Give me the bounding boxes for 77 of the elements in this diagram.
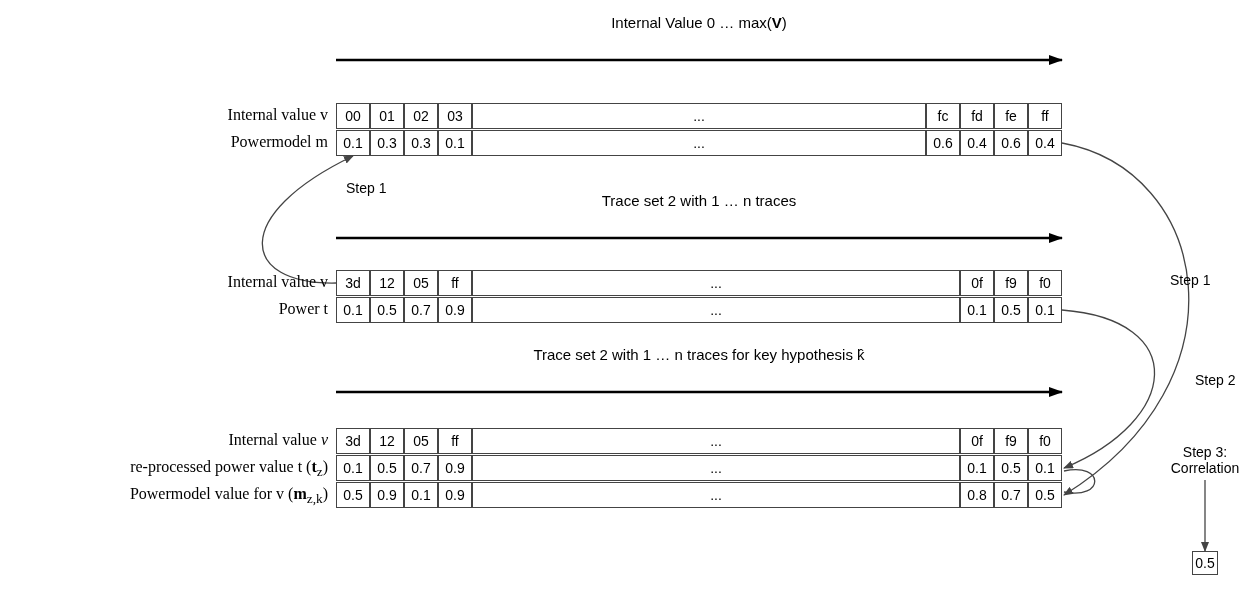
- table-cell: fe: [994, 103, 1028, 129]
- table-cell: 0.9: [370, 482, 404, 508]
- edge-label: Step 1: [1170, 272, 1211, 288]
- table-cell: 0.1: [438, 130, 472, 156]
- table-cell: 05: [404, 428, 438, 454]
- table-cell: ...: [472, 270, 960, 296]
- table-cell: 0f: [960, 428, 994, 454]
- table-cell: 12: [370, 428, 404, 454]
- table-cell: 12: [370, 270, 404, 296]
- table-cell: 03: [438, 103, 472, 129]
- table-cell: 0f: [960, 270, 994, 296]
- step-label: Step 3: Correlation: [1160, 440, 1242, 480]
- table-cell: 0.5: [994, 297, 1028, 323]
- table-cell: 0.1: [1028, 455, 1062, 481]
- table-cell: 0.9: [438, 482, 472, 508]
- table-cell: 0.5: [1028, 482, 1062, 508]
- curved-arrow: [261, 155, 354, 284]
- table-cell: 0.1: [336, 297, 370, 323]
- curved-arrow: [1201, 479, 1209, 552]
- table-cell: 0.7: [994, 482, 1028, 508]
- curved-arrow: [1061, 309, 1156, 469]
- table-cell: ff: [1028, 103, 1062, 129]
- table-cell: 3d: [336, 270, 370, 296]
- table-cell: 0.8: [960, 482, 994, 508]
- table-cell: 01: [370, 103, 404, 129]
- table-cell: 0.9: [438, 455, 472, 481]
- table-cell: 0.5: [336, 482, 370, 508]
- edge-label: Step 2: [1195, 372, 1236, 388]
- table-cell: 00: [336, 103, 370, 129]
- row-label: Internal value v: [227, 273, 328, 291]
- table-cell: 0.1: [960, 297, 994, 323]
- row-label: Powermodel m: [230, 133, 328, 151]
- edge-label: Step 1: [346, 180, 387, 196]
- table-cell: 0.5: [994, 455, 1028, 481]
- row-label: Power t: [278, 300, 328, 318]
- table-cell: ...: [472, 482, 960, 508]
- table-cell: 0.3: [370, 130, 404, 156]
- table-cell: 0.1: [404, 482, 438, 508]
- table-cell: 0.1: [1028, 297, 1062, 323]
- row-label: Internal value v: [227, 106, 328, 124]
- row-label: Internal value v: [228, 431, 328, 449]
- table-cell: ...: [472, 297, 960, 323]
- table-cell: 0.5: [370, 455, 404, 481]
- table-cell: 0.4: [1028, 130, 1062, 156]
- table-cell: ff: [438, 270, 472, 296]
- table-cell: 0.1: [336, 455, 370, 481]
- row-label: re-processed power value t (t$_{z}$): [130, 458, 328, 481]
- table-cell: ...: [472, 428, 960, 454]
- curved-arrow: [1061, 142, 1189, 496]
- table-cell: 0.3: [404, 130, 438, 156]
- table-cell: 0.1: [336, 130, 370, 156]
- table-cell: ...: [472, 103, 926, 129]
- table-cell: ...: [472, 455, 960, 481]
- table-cell: fc: [926, 103, 960, 129]
- arrow-caption: Trace set 2 with 1 … n traces: [600, 192, 798, 209]
- table-cell: f0: [1028, 270, 1062, 296]
- table-cell: 3d: [336, 428, 370, 454]
- table-cell: f0: [1028, 428, 1062, 454]
- table-cell: 0.6: [926, 130, 960, 156]
- table-cell: ...: [472, 130, 926, 156]
- table-cell: 0.5: [370, 297, 404, 323]
- result-box: 0.5: [1192, 551, 1218, 575]
- table-cell: ff: [438, 428, 472, 454]
- table-cell: fd: [960, 103, 994, 129]
- table-cell: f9: [994, 428, 1028, 454]
- table-cell: 0.6: [994, 130, 1028, 156]
- table-cell: 0.7: [404, 297, 438, 323]
- arrow-caption: Trace set 2 with 1 … n traces for key hypothesis k̂: [532, 346, 866, 363]
- table-cell: 02: [404, 103, 438, 129]
- table-cell: 0.9: [438, 297, 472, 323]
- arrow-caption: Internal Value 0 … max(V): [610, 14, 788, 31]
- table-cell: 0.1: [960, 455, 994, 481]
- table-cell: f9: [994, 270, 1028, 296]
- table-cell: 0.4: [960, 130, 994, 156]
- table-cell: 0.7: [404, 455, 438, 481]
- table-cell: 05: [404, 270, 438, 296]
- row-label: Powermodel value for v (m$_{z,k}$): [129, 485, 328, 508]
